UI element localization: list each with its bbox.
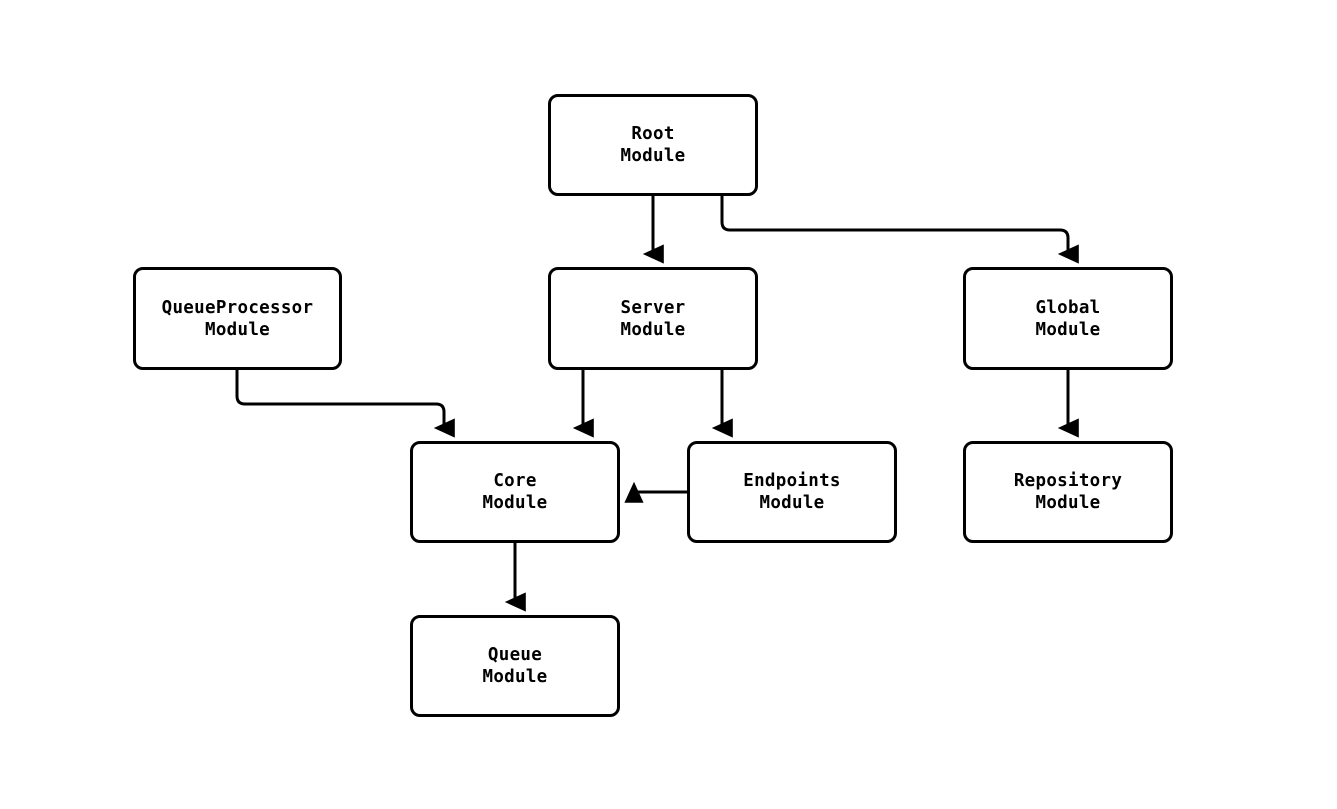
node-root-module[interactable]: Root Module <box>548 94 758 196</box>
node-repository-module[interactable]: Repository Module <box>963 441 1173 543</box>
node-server-module[interactable]: Server Module <box>548 267 758 370</box>
node-queueprocessor-module-line1: QueueProcessor <box>161 297 314 318</box>
node-global-module[interactable]: Global Module <box>963 267 1173 370</box>
node-queue-module-line2: Module <box>482 667 548 687</box>
node-core-module-line1: Core <box>493 471 537 491</box>
node-endpoints-module-line1: Endpoints <box>743 471 841 491</box>
node-root-module-line2: Module <box>620 146 686 166</box>
node-queue-module[interactable]: Queue Module <box>410 615 620 717</box>
node-repository-module-line1: Repository <box>1013 471 1123 491</box>
node-endpoints-module-line2: Module <box>759 493 825 513</box>
node-core-module-line2: Module <box>482 493 548 513</box>
node-root-module-line1: Root <box>631 124 675 144</box>
node-repository-module-line2: Module <box>1035 493 1101 513</box>
node-endpoints-module[interactable]: Endpoints Module <box>687 441 897 543</box>
node-queue-module-line1: Queue <box>487 645 543 665</box>
node-queueprocessor-module[interactable]: QueueProcessor Module <box>133 267 342 370</box>
node-queueprocessor-module-line2: Module <box>204 319 270 340</box>
node-core-module[interactable]: Core Module <box>410 441 620 543</box>
node-server-module-line2: Module <box>620 319 686 340</box>
node-server-module-line1: Server <box>620 297 686 318</box>
node-global-module-line1: Global <box>1035 297 1101 318</box>
node-global-module-line2: Module <box>1035 319 1101 340</box>
